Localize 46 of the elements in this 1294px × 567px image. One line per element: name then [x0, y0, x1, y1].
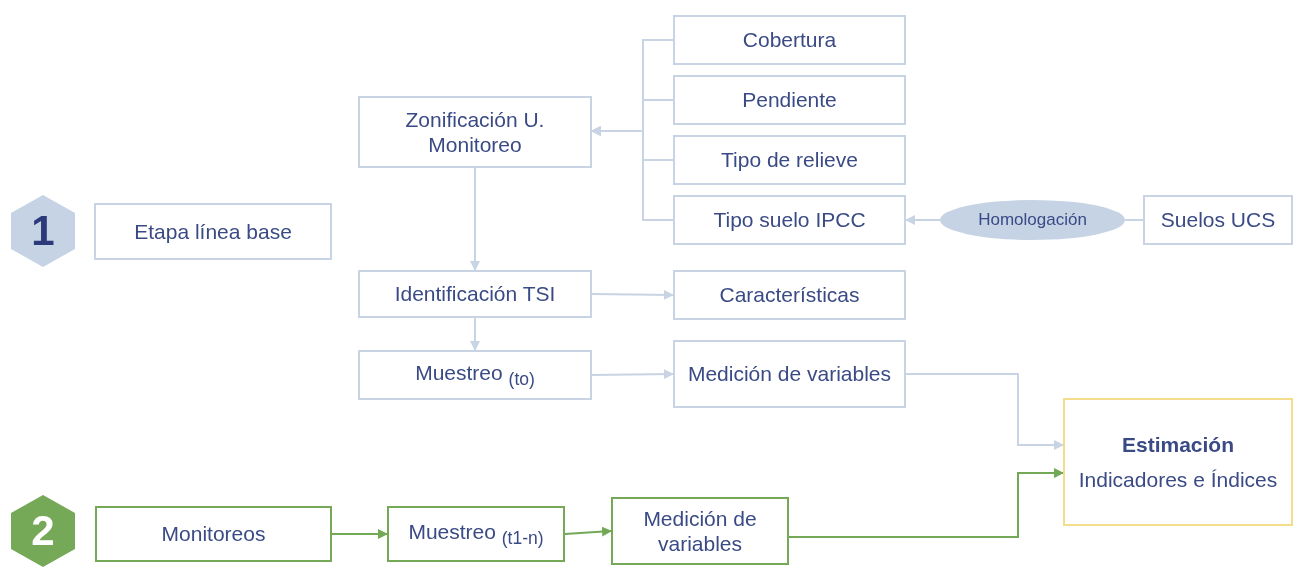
process-box [673, 135, 906, 185]
box-label: Pendiente [741, 87, 838, 113]
arrow [591, 289, 674, 300]
process-box [358, 270, 592, 318]
process-box [358, 350, 592, 400]
box-label: Tipo de relieve [720, 147, 859, 173]
arrow [905, 373, 1064, 450]
box-label: Muestreo $_{(to)}$ [414, 359, 536, 391]
process-box [358, 96, 592, 168]
process-box [1063, 398, 1293, 526]
process-box [94, 203, 332, 260]
box-label: Medición de variables [642, 505, 758, 557]
process-ellipse [940, 200, 1125, 240]
arrow [564, 526, 612, 537]
process-box [673, 270, 906, 320]
step-number-hexagon [11, 495, 75, 567]
box-label: Cobertura [741, 27, 838, 53]
box-label: Tipo suelo IPCC [712, 207, 867, 233]
box-label: Etapa línea base [133, 218, 293, 245]
process-box [611, 497, 789, 565]
process-box [673, 195, 906, 245]
arrow [470, 317, 480, 351]
process-box [673, 15, 906, 65]
process-box [1143, 195, 1293, 245]
arrow [331, 529, 388, 539]
box-label: Características [718, 282, 861, 308]
box-label: Zonificación U. Monitoreo [404, 106, 546, 158]
step-number: 2 [30, 507, 56, 555]
box-label: Monitoreos [160, 521, 267, 547]
arrow [470, 167, 480, 271]
box-label: Indicadores e Índices [1077, 467, 1279, 493]
step-number: 1 [30, 207, 56, 255]
process-box [673, 340, 906, 408]
box-label: Medición de variables [686, 361, 893, 387]
box-label: Muestreo $_{(t1-n)}$ [407, 518, 545, 550]
process-box [387, 506, 565, 562]
arrow [788, 468, 1064, 538]
box-label: Suelos UCS [1159, 207, 1277, 233]
step-number-hexagon [11, 195, 75, 267]
process-box [673, 75, 906, 125]
box-label: Identificación TSI [393, 281, 557, 307]
box-label: Homologación [977, 210, 1088, 230]
process-box [95, 506, 332, 562]
arrow [591, 369, 674, 380]
box-heading: Estimación [1120, 431, 1235, 457]
arrow [905, 215, 941, 225]
